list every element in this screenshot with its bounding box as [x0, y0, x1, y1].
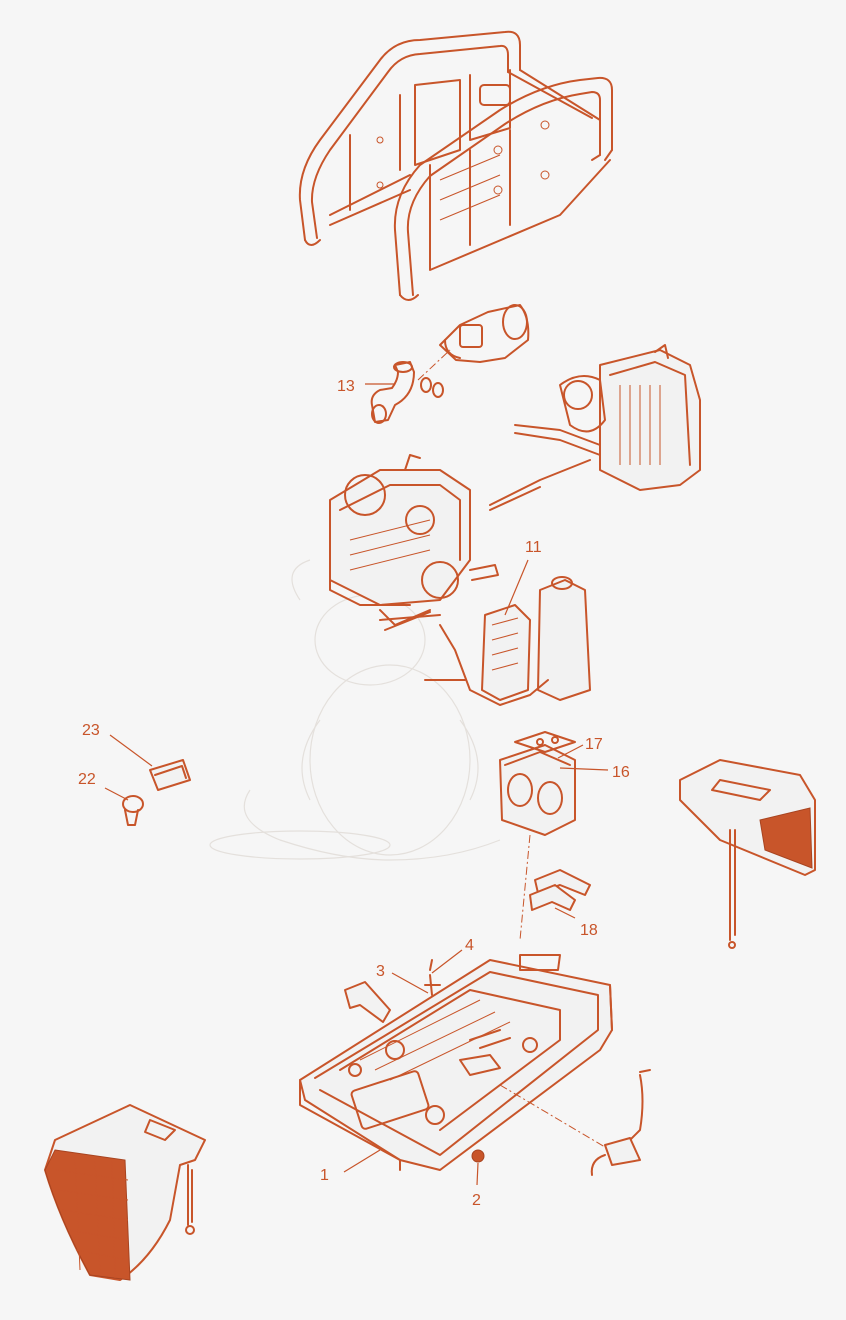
callout-3: 3 — [376, 963, 385, 980]
cable-harness — [499, 1069, 651, 1176]
side-panel-left — [44, 1104, 206, 1281]
relay-assembly — [499, 731, 576, 941]
side-panel-right — [679, 759, 816, 949]
callout-4: 4 — [465, 937, 474, 954]
leader-lines — [104, 383, 609, 1186]
rubber-foot — [471, 1149, 485, 1163]
callout-18: 18 — [580, 922, 598, 939]
callout-16: 16 — [612, 764, 630, 781]
callout-1: 1 — [320, 1167, 329, 1184]
callout-23: 23 — [82, 722, 100, 739]
callout-17: 17 — [585, 736, 603, 753]
engine-assembly — [329, 454, 499, 631]
watermark — [209, 559, 501, 861]
callout-13: 13 — [337, 378, 355, 395]
callout-11: 11 — [525, 539, 542, 556]
callout-labels: 1 2 3 4 11 13 16 17 18 22 23 — [78, 378, 630, 1209]
air-intake-assembly — [370, 304, 530, 424]
bracket-assembly — [529, 869, 591, 911]
base-tray — [299, 954, 613, 1171]
callout-22: 22 — [78, 771, 96, 788]
fuel-tank-assembly — [424, 576, 591, 706]
small-parts — [122, 759, 191, 826]
mount-parts — [344, 959, 441, 1023]
frame-assembly — [298, 30, 613, 301]
callout-2: 2 — [472, 1192, 481, 1209]
alternator-assembly — [489, 344, 701, 511]
